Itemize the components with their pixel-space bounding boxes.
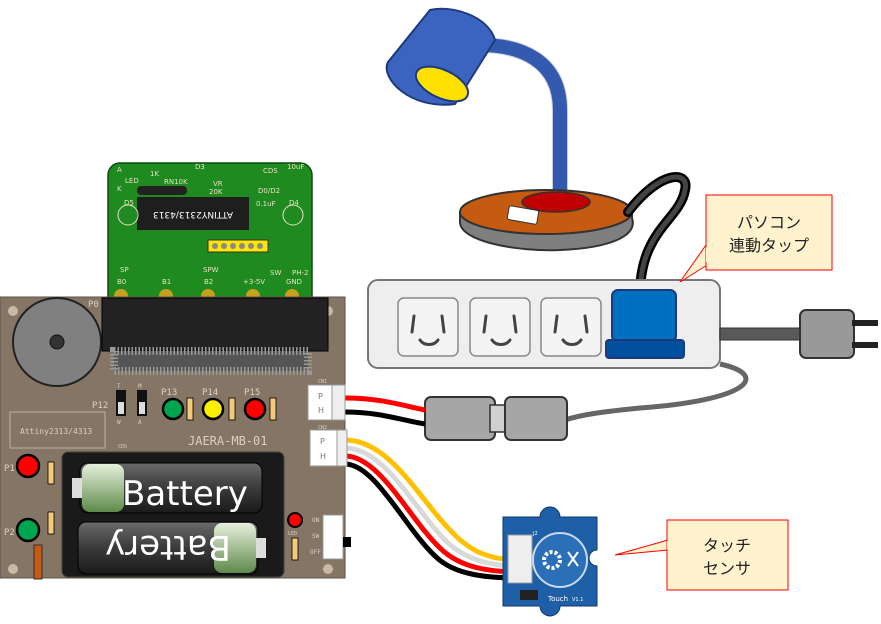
callout-text-line2: センサ [703,559,751,578]
led-p13 [161,397,185,421]
label-p15: P15 [244,388,260,398]
battery-2: Battery [77,521,266,575]
lamp-label [506,205,540,225]
cn1-p: P [318,392,323,401]
wire-white [344,445,521,569]
label-b2: B2 [204,278,213,286]
cn1-h: H [318,406,324,415]
led-p15 [243,397,267,421]
label-off: OFF [310,549,321,556]
label-gnd: GND [286,278,302,286]
wire-black [344,409,426,427]
label-t: T [117,383,121,390]
led-p14 [201,397,225,421]
outlets [397,297,602,357]
label-p2: P2 [4,528,15,538]
sub-chip-label: ATTINY2313/4313 [153,209,233,219]
label-m: M [138,383,142,390]
strip-cable [564,361,749,423]
edge-connector [101,297,329,352]
outlet [397,297,459,357]
lamp-plug [605,289,685,359]
label-p1: P1 [4,464,15,474]
callout-power-strip: パソコン 連動タップ [679,194,833,283]
cn2-h: H [320,452,326,461]
label-p13: P13 [161,388,177,398]
label-k: K [117,185,122,193]
label-p12: P12 [92,401,108,411]
led-p2 [15,517,41,543]
battery-1: Battery [72,462,263,514]
desk-lamp [385,7,634,252]
resistors [47,397,299,561]
label-sw: SW [270,269,281,277]
label-sp: SP [120,266,129,274]
board-name: JAERA-MB-01 [188,434,267,448]
main-chip-label: Attiny2313/4313 [20,427,92,436]
lamp-switch [521,191,591,213]
lamp-arm [473,38,567,202]
label-20k: 20K [209,188,223,196]
label-spw: SPW [203,266,219,274]
label-p14: P14 [202,388,218,398]
led-power [287,512,303,528]
label-ph2: PH-2 [292,269,308,277]
label-d3: D3 [195,163,205,171]
touch-version: V1.1 [572,597,583,603]
callout-text-line1: タッチ [703,536,751,555]
strip-cord [719,327,803,341]
cn2-p: P [320,437,325,446]
relay-adapter [424,396,568,441]
label-1k: 1K [150,170,159,178]
led-p1 [15,453,41,479]
label-cds: CDS [263,167,278,175]
touch-sensor-module: Touch V1.1 J2 [502,506,598,617]
label-vr: VR [213,180,223,188]
label-sw: SW [312,533,320,540]
callout-text-line2: 連動タップ [729,236,809,255]
battery-label: Battery [105,527,231,567]
label-d0d2: D0/D2 [258,187,280,195]
label-w: W [117,419,121,426]
wall-plug [799,309,878,359]
label-01uf: 0.1uF [256,200,276,208]
wire-red [344,395,426,413]
label-a: A [117,166,122,174]
label-d5: D5 [124,199,134,207]
label-cds: CDS [118,444,127,450]
label-b1: B1 [162,278,171,286]
lamp-bulb [414,65,470,103]
label-led: LED [125,177,139,185]
label-rn10k: RN10K [164,178,188,186]
label-v: +3-5V [243,278,265,286]
label-cn1: CN1 [318,379,327,385]
label-a: A [138,419,142,426]
label-10uf: 10uF [287,163,304,171]
wire-yellow [344,437,521,563]
callout-text-line1: パソコン [737,213,801,232]
label-on: ON [312,517,320,524]
lamp-shade [385,7,497,106]
sub-board: ATTINY2313/4313 LED K A 1K RN10K D3 VR 2… [107,162,313,303]
label-led: LED [288,531,297,537]
callout-touch-sensor: タッチ センサ [614,519,789,591]
wire-red-sensor [344,453,521,575]
wire-black-sensor [344,461,521,581]
connector-cn2 [309,429,341,467]
pin-header [33,544,43,580]
battery-label: Battery [122,474,248,514]
label-cn2: CN2 [318,425,327,431]
outlet [469,297,531,357]
main-board: P0 P12 Attiny2313/4313 JAERA-MB-01 T M W… [0,296,351,580]
touch-label: Touch [547,595,568,603]
label-b0: B0 [117,278,126,286]
label-p0: P0 [88,300,99,310]
touch-j2: J2 [532,531,538,537]
outlet [540,297,602,357]
power-switch [322,514,344,560]
label-d4: D4 [289,199,299,207]
